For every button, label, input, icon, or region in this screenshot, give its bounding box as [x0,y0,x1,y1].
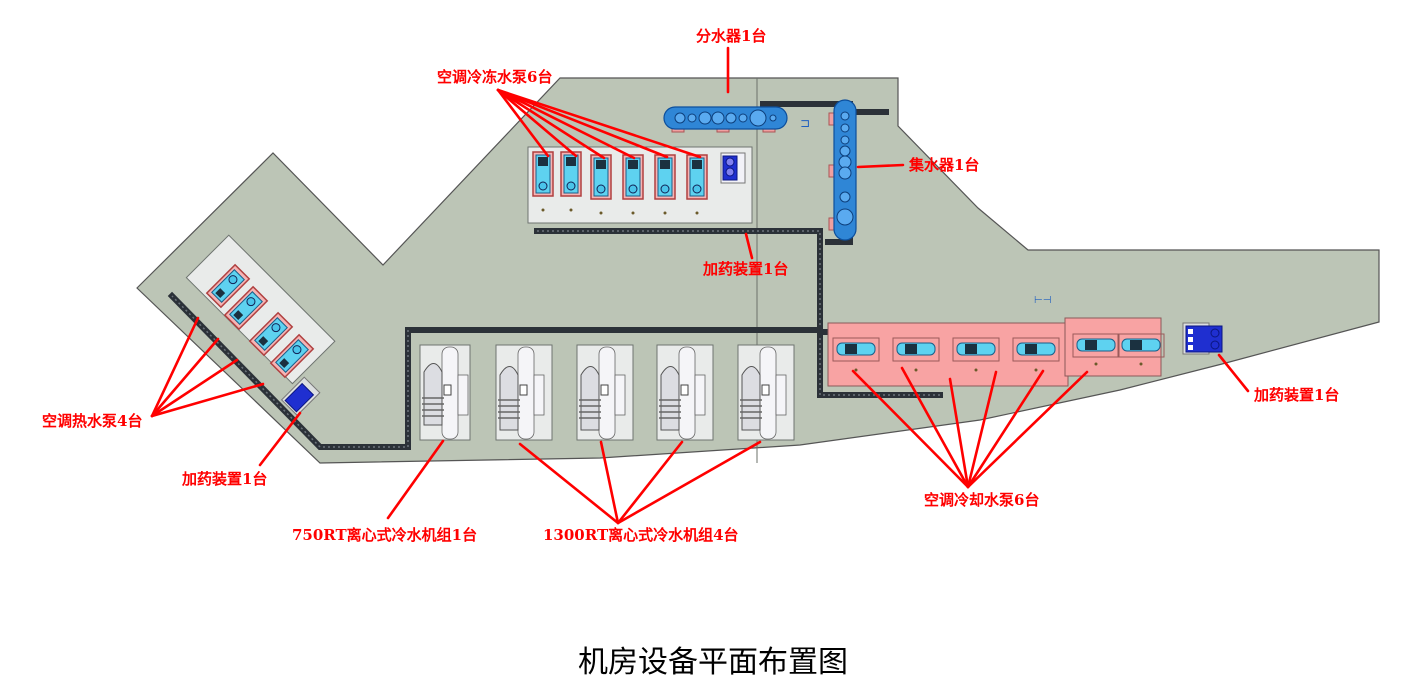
port [838,166,852,180]
label-chilled-pumps: 空调冷冻水泵6台 [437,68,552,86]
port [769,114,777,122]
hot-water-pump [223,285,269,331]
anchor-bolt [974,368,978,372]
cooling-water-pump [832,337,880,372]
cooling-water-pump [1072,333,1120,366]
anchor-bolt [1094,362,1098,366]
dosing-unit-top [720,152,746,184]
port [687,113,697,123]
dosing-unit-right [1182,322,1223,355]
port [674,112,686,124]
hot-water-pump [248,311,294,357]
pipe-symbol: ⊐ [800,116,810,130]
chilled-water-pump [686,154,708,215]
port [711,111,725,125]
port [725,112,737,124]
label-dosing-right: 加药装置1台 [1253,386,1339,404]
cooling-water-pump [1012,337,1060,372]
anchor-bolt [695,211,699,215]
anchor-bolt [663,211,667,215]
anchor-bolt [914,368,918,372]
chiller-1300rt [656,344,714,441]
chillers [419,344,795,441]
port [840,123,850,133]
label-cooling-pumps: 空调冷却水泵6台 [924,491,1039,509]
port [839,191,851,203]
port [698,111,712,125]
label-hot-pumps: 空调热水泵4台 [42,412,142,430]
port [738,113,748,123]
port [838,155,852,169]
port [839,145,851,157]
chilled-water-pump [622,154,644,215]
label-dosing-center: 加药装置1台 [702,260,788,278]
label-chiller-750: 750RT离心式冷水机组1台 [292,526,477,544]
drawing-title: 机房设备平面布置图 [578,645,848,680]
label-dosing-left: 加药装置1台 [181,470,267,488]
anchor-bolt [541,208,545,212]
label-collector: 集水器1台 [908,156,979,174]
chilled-water-pump [532,151,554,212]
anchor-bolt [1139,362,1143,366]
cooling-water-pumps [832,333,1165,372]
chiller-1300rt [737,344,795,441]
water-distributor [663,106,788,133]
anchor-bolt [631,211,635,215]
port [840,111,850,121]
port [836,208,854,226]
chiller-1300rt [495,344,553,441]
leader-lines [150,46,1250,525]
chiller-750rt [419,344,471,441]
anchor-bolt [1034,368,1038,372]
pipe-symbol: ⊢⊣ [1034,295,1051,306]
hot-water-pump [269,333,315,379]
water-collector [828,99,857,241]
dosing-unit-left [280,376,321,417]
chilled-water-pump [560,151,582,212]
chilled-water-pump [590,154,612,215]
chilled-water-pump [654,154,676,215]
label-distributor: 分水器1台 [696,27,766,45]
label-chiller-1300: 1300RT离心式冷水机组4台 [543,526,739,544]
port [749,109,767,127]
anchor-bolt [569,208,573,212]
cooling-water-pump [952,337,1000,372]
chiller-1300rt [576,344,634,441]
cooling-water-pump [1117,333,1165,366]
port [840,135,850,145]
hot-water-pump [205,263,251,309]
chilled-water-pumps [532,151,708,215]
anchor-bolt [599,211,603,215]
anchor-bolt [854,368,858,372]
cooling-water-pump [892,337,940,372]
hot-water-pumps [205,263,315,379]
